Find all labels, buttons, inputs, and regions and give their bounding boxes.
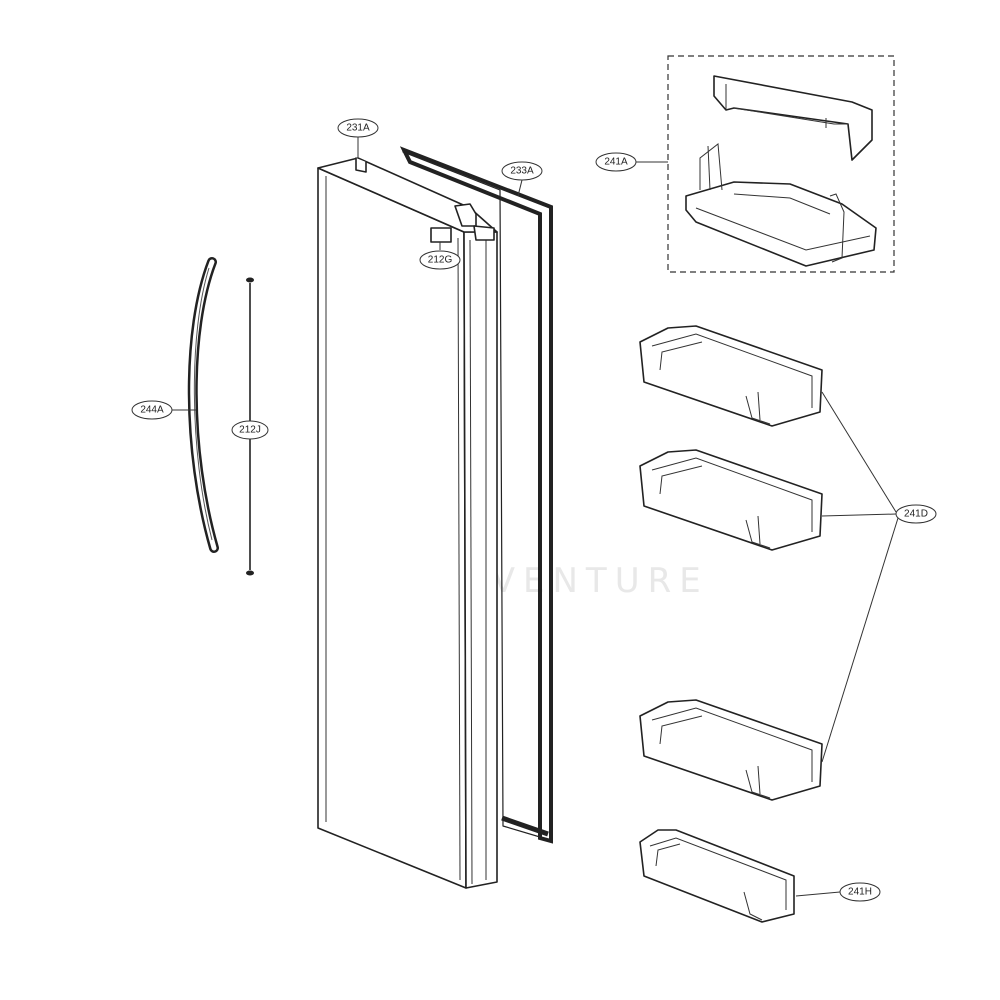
callout-233A: 233A [501, 161, 543, 181]
leader-lines [172, 136, 899, 897]
door-basket-1 [639, 325, 823, 427]
svg-text:241A: 241A [604, 157, 628, 168]
door-gasket [399, 146, 553, 844]
svg-text:231A: 231A [346, 123, 370, 134]
small-door-basket [639, 829, 795, 923]
callout-244A: 244A [131, 400, 173, 420]
svg-text:212G: 212G [428, 255, 453, 266]
callout-241H: 241H [839, 882, 881, 902]
callout-212G: 212G [419, 250, 461, 270]
callout-241D: 241D [895, 504, 937, 524]
door-basket-2 [639, 449, 823, 551]
callout-231A: 231A [337, 118, 379, 138]
callout-241A: 241A [595, 152, 637, 172]
svg-text:244A: 244A [140, 405, 164, 416]
svg-text:212J: 212J [239, 425, 261, 436]
svg-text:241D: 241D [904, 509, 928, 520]
refrigerator-door [317, 157, 498, 889]
door-basket-3 [639, 699, 823, 801]
door-handle [187, 257, 219, 553]
callout-212J: 212J [231, 420, 269, 440]
top-basket-group [667, 55, 895, 273]
svg-text:241H: 241H [848, 887, 872, 898]
svg-text:233A: 233A [510, 166, 534, 177]
